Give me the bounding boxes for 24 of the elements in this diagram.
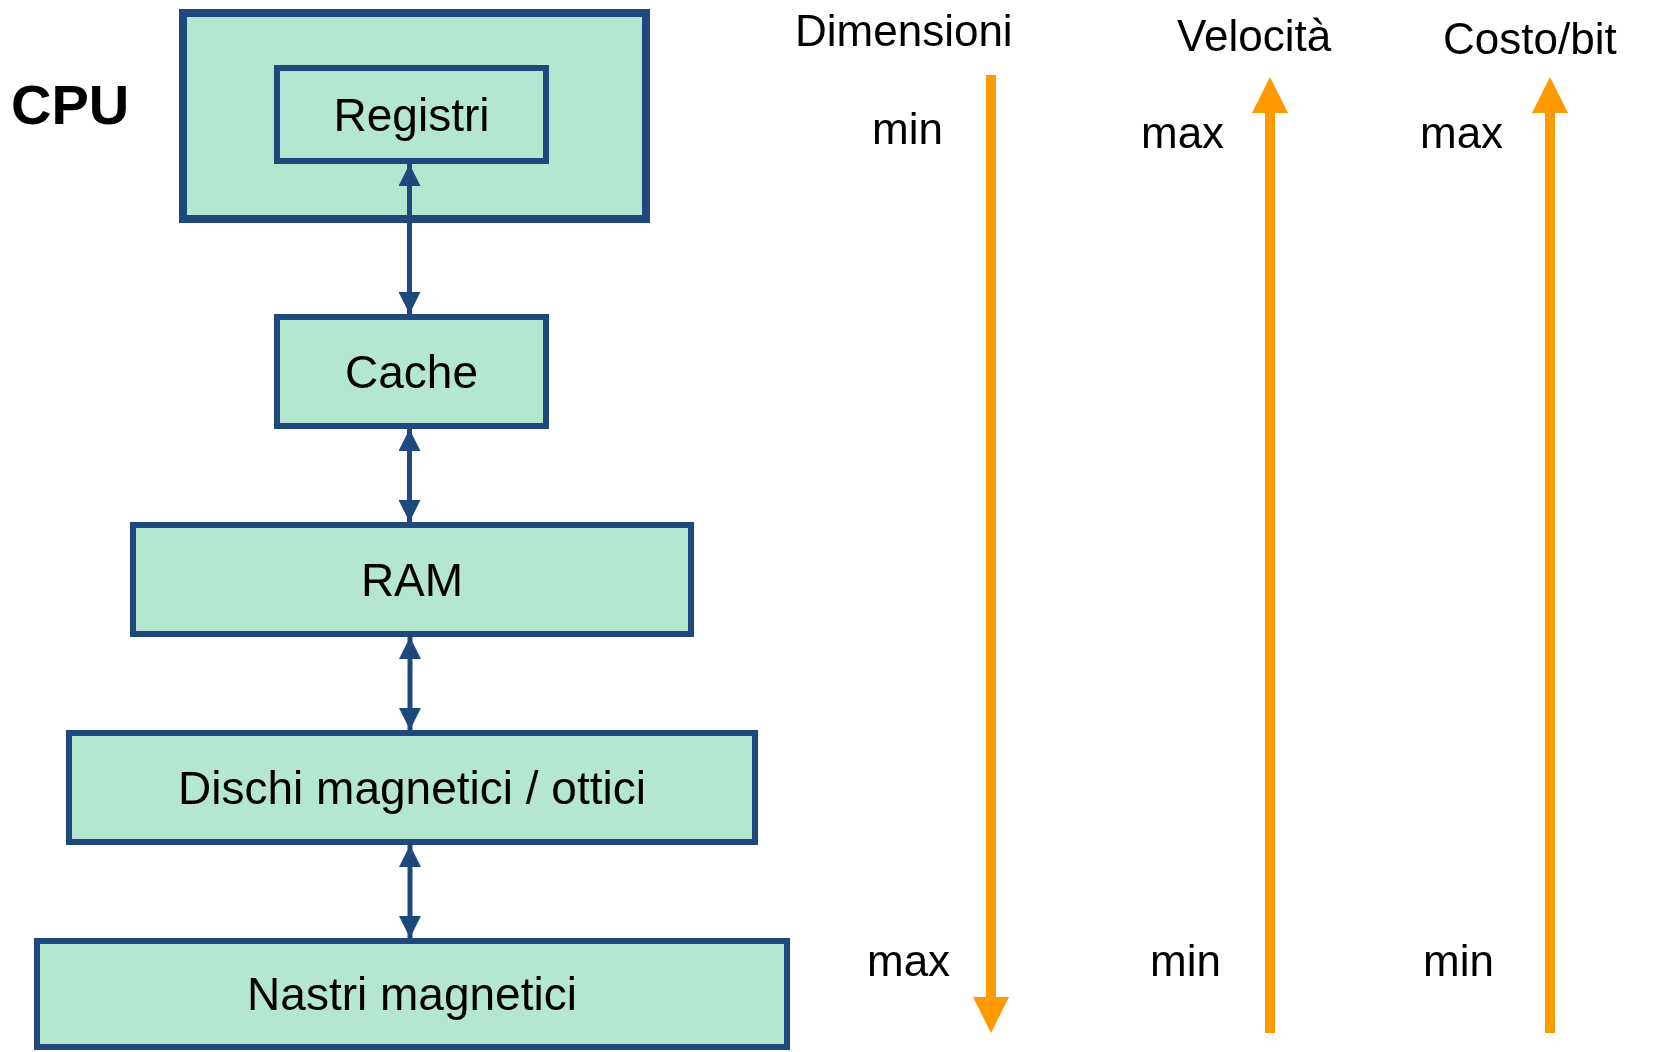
double-arrow (399, 637, 421, 730)
box-label: Cache (345, 344, 478, 399)
box-label: Nastri magnetici (247, 967, 577, 1021)
double-arrow (399, 845, 421, 938)
process-box (34, 938, 790, 1050)
box-label: Registri (333, 87, 490, 142)
scale-label: max (867, 936, 951, 986)
double-arrow (398, 429, 421, 522)
group-heading: CPU (11, 72, 130, 137)
scale-label: min (1150, 936, 1221, 986)
box-label: RAM (360, 552, 464, 607)
process-box (274, 65, 549, 164)
scale-label: min (1423, 936, 1494, 986)
scale-label: max (1420, 108, 1504, 158)
column-heading: Velocità (1177, 11, 1332, 61)
process-box (66, 730, 758, 845)
scale-label: min (872, 104, 943, 154)
process-box (274, 314, 549, 429)
box-label: Dischi magnetici / ottici (178, 760, 646, 815)
column-heading: Dimensioni (795, 6, 1013, 56)
double-arrow (398, 164, 421, 314)
column-heading: Costo/bit (1443, 14, 1617, 64)
scale-label: max (1141, 108, 1225, 158)
process-box (130, 522, 694, 637)
